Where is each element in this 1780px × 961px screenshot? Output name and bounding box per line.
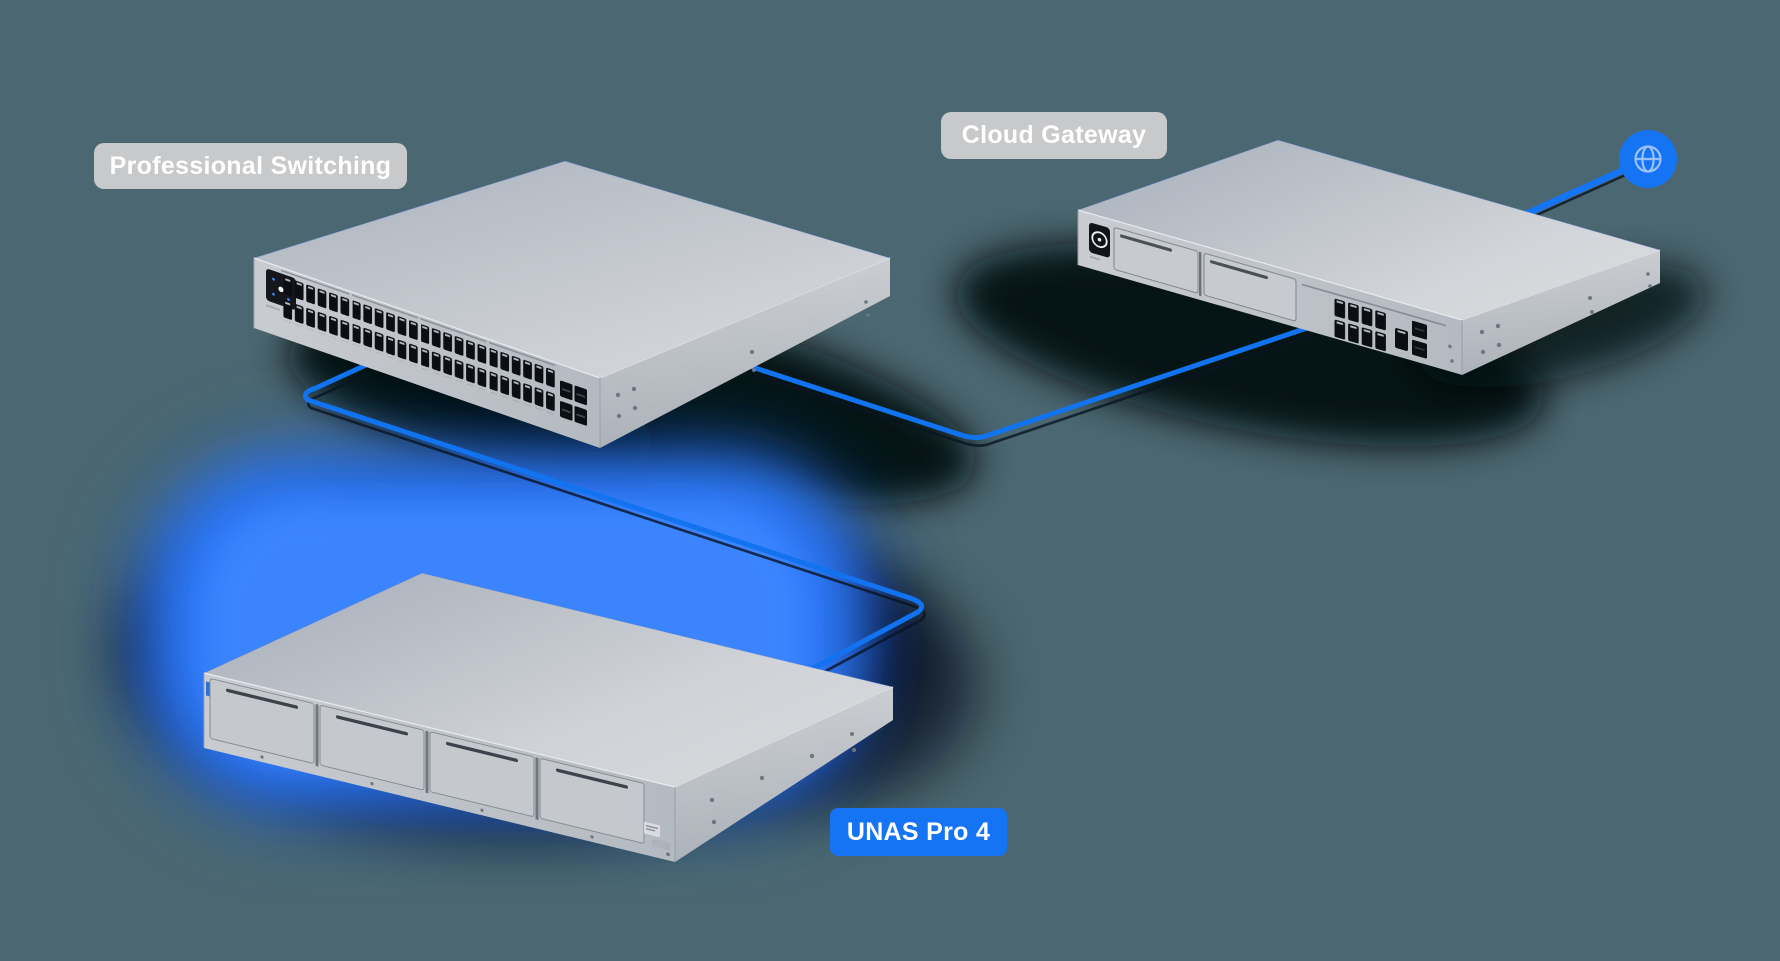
label-unas-pro-4: UNAS Pro 4 [830, 808, 1007, 856]
gateway-edges [1077, 209, 1661, 375]
gateway-right-face [1462, 250, 1660, 375]
switch-front-face [254, 258, 600, 449]
nas-device [202, 572, 895, 862]
switch-right-face [600, 258, 890, 448]
nas-left-sticker [206, 681, 210, 697]
gateway-drive-trays [1113, 227, 1446, 327]
internet-node [1619, 130, 1677, 188]
nas-front-screws [260, 755, 594, 839]
cables [302, 163, 1634, 682]
cable-gateway-to-internet [1524, 163, 1634, 217]
nas-right-face [675, 687, 893, 862]
nas-labels-sticker [644, 821, 670, 857]
switch-port-grooves [281, 269, 555, 367]
label-cloud-gateway: Cloud Gateway [941, 112, 1167, 159]
gateway-device [1076, 139, 1662, 375]
label-text: UNAS Pro 4 [846, 817, 991, 846]
switch-screws [615, 300, 870, 419]
switch-edges [253, 257, 891, 449]
label-professional-switching: Professional Switching [94, 143, 407, 189]
gateway-rj45-block [1333, 297, 1388, 352]
gateway-wan-sfp [1395, 320, 1454, 363]
sfp-ports [560, 380, 587, 426]
label-text: Professional Switching [109, 151, 392, 180]
nas-front-face [204, 673, 675, 862]
globe-icon [1634, 145, 1662, 173]
port-group-separators [350, 297, 490, 394]
cable-shadows [307, 170, 1634, 682]
nas-edges [203, 672, 894, 862]
gateway-display [1089, 223, 1110, 261]
cable-switch-to-nas [302, 362, 925, 675]
gateway-front-face [1078, 210, 1462, 375]
nas-drive-bays [209, 678, 645, 844]
label-text: Cloud Gateway [961, 121, 1147, 149]
cable-switch-to-gateway [749, 324, 1313, 441]
nas-screws [709, 732, 856, 825]
switch-device [252, 160, 892, 449]
gateway-screws [1479, 272, 1652, 355]
